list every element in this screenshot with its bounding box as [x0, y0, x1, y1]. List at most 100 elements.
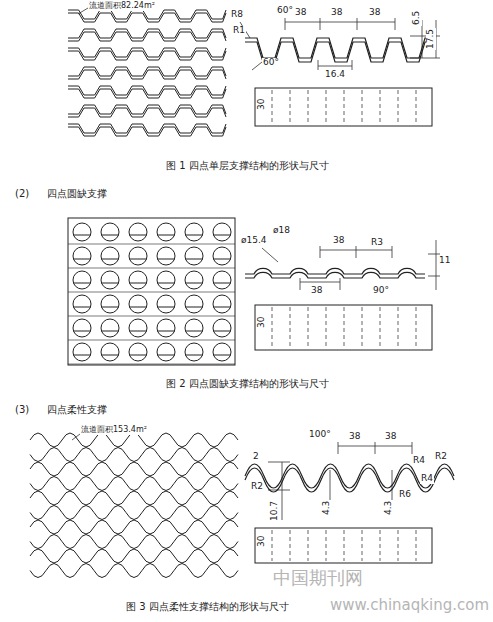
- chord-line: [157, 307, 175, 308]
- dimension-label: R8: [230, 10, 244, 20]
- round-cutout: [213, 295, 231, 313]
- hidden-line: [290, 90, 291, 124]
- round-cutout: [185, 247, 203, 265]
- chord-line: [101, 283, 119, 284]
- dimension-label: ø15.4: [240, 236, 268, 246]
- strip-line: [68, 86, 226, 95]
- hidden-line: [326, 90, 327, 124]
- round-cutout: [157, 223, 175, 241]
- round-cutout: [73, 247, 91, 265]
- round-cutout: [73, 223, 91, 241]
- round-cutout: [101, 319, 119, 337]
- flexible-strip: [30, 520, 238, 534]
- round-cutout: [73, 343, 91, 361]
- strip-line: [68, 10, 226, 19]
- strip-line: [68, 124, 226, 133]
- chord-line: [129, 235, 147, 236]
- hidden-line: [344, 530, 345, 561]
- hidden-line: [362, 307, 363, 348]
- strip-line: [68, 127, 226, 136]
- dimension-label: 10.7: [270, 500, 280, 522]
- dimension-label: ø18: [272, 226, 291, 236]
- chord-line: [73, 235, 91, 236]
- figure-caption: 图 2 四点圆缺支撑结构的形状与尺寸: [165, 378, 330, 389]
- hidden-line: [308, 530, 309, 561]
- round-cutout: [73, 295, 91, 313]
- chord-line: [185, 331, 203, 332]
- round-cutout: [129, 247, 147, 265]
- dimension-label: 30: [257, 535, 267, 548]
- dimension-label: 38: [348, 432, 361, 442]
- round-cutout: [185, 343, 203, 361]
- round-cutout: [129, 271, 147, 289]
- leader-line: [262, 248, 278, 262]
- round-cutout: [129, 223, 147, 241]
- round-cutout: [101, 223, 119, 241]
- chord-line: [129, 355, 147, 356]
- flexible-strip: [30, 535, 238, 549]
- grid-line: [68, 340, 235, 341]
- hidden-line: [290, 307, 291, 348]
- strip-line: [68, 13, 226, 22]
- grid-line: [68, 364, 235, 365]
- strip-line: [68, 70, 226, 79]
- dimension-label: 30: [257, 98, 267, 111]
- chord-line: [157, 235, 175, 236]
- flexible-strip: [30, 564, 238, 578]
- round-cutout: [213, 343, 231, 361]
- chord-line: [101, 235, 119, 236]
- chord-line: [73, 355, 91, 356]
- chord-line: [157, 331, 175, 332]
- chord-line: [101, 307, 119, 308]
- round-cutout: [213, 247, 231, 265]
- flexible-strip: [30, 462, 238, 476]
- hidden-line: [416, 90, 417, 124]
- round-cutout: [185, 319, 203, 337]
- round-cutout: [73, 319, 91, 337]
- section-heading: (3): [14, 404, 30, 415]
- dimension-label: 16.4: [324, 70, 346, 80]
- strip-line: [68, 48, 226, 57]
- dimension-label: R3: [370, 238, 384, 248]
- chord-line: [157, 355, 175, 356]
- dimension-label: 38: [332, 236, 345, 246]
- repeated-strokes: [30, 10, 454, 578]
- section-heading: (2): [14, 188, 30, 199]
- hidden-line: [380, 90, 381, 124]
- dimension-line: [338, 442, 412, 454]
- strip-line: [68, 108, 226, 117]
- round-cutout: [213, 223, 231, 241]
- profile-line: [245, 38, 432, 58]
- section-rect: [255, 528, 432, 563]
- dimension-label: 4.3: [322, 500, 332, 516]
- hidden-line: [272, 90, 273, 124]
- dimension-label: 60°: [262, 58, 280, 68]
- watermark: www.chinaqking.com: [329, 597, 490, 614]
- watermark: 中国期刊网: [272, 568, 364, 588]
- chord-line: [185, 259, 203, 260]
- chord-line: [129, 331, 147, 332]
- flexible-strip: [30, 477, 238, 491]
- chord-line: [213, 259, 231, 260]
- round-cutout: [185, 295, 203, 313]
- hidden-line: [344, 307, 345, 348]
- plate-outline: [68, 218, 235, 365]
- flexible-strip: [30, 549, 238, 563]
- chord-line: [157, 259, 175, 260]
- dimension-label: R2: [434, 452, 448, 462]
- figure-caption: 图 1 四点单层支撑结构的形状与尺寸: [165, 160, 330, 171]
- chord-line: [101, 259, 119, 260]
- dimension-label: R1: [232, 26, 246, 36]
- chord-line: [213, 283, 231, 284]
- grid-line: [68, 292, 235, 293]
- flexible-strip: [30, 506, 238, 520]
- dimension-label: 11: [438, 256, 451, 266]
- chord-line: [73, 259, 91, 260]
- chord-line: [73, 331, 91, 332]
- dimension-line: [285, 18, 395, 30]
- round-cutout: [185, 223, 203, 241]
- dimension-label: R4: [420, 474, 434, 484]
- grid-line: [68, 316, 235, 317]
- dimension-label: 4.3: [384, 500, 394, 516]
